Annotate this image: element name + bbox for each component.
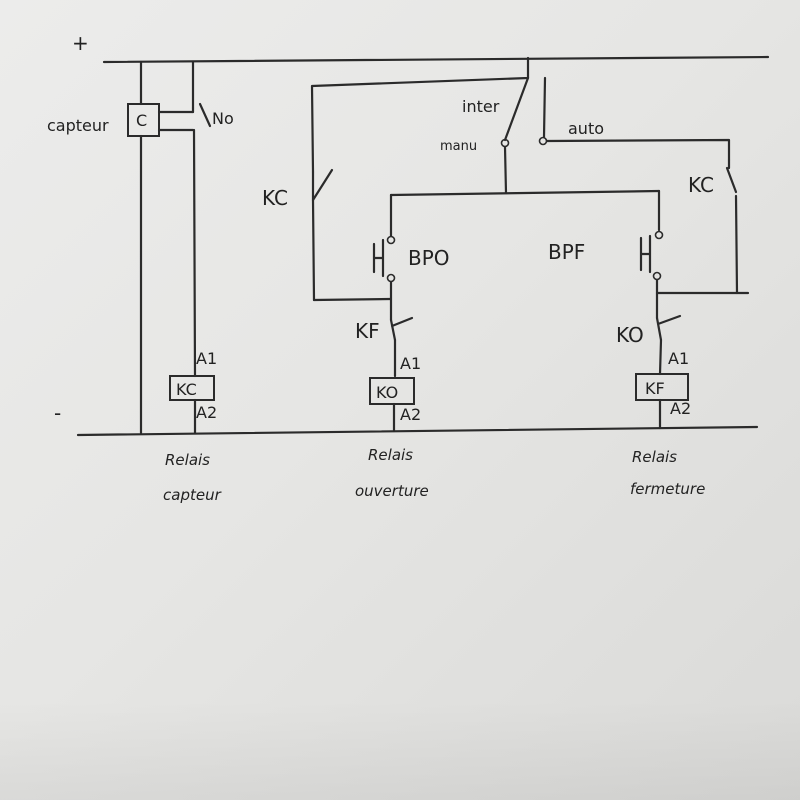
kc-coil-a1: A1 — [196, 349, 217, 368]
ko-coil-label: KO — [376, 383, 398, 402]
kc-contact-left-link — [312, 297, 392, 302]
kf-coil — [635, 373, 689, 401]
positive-rail-label: + — [72, 31, 89, 55]
bpo-bottom-terminal — [386, 273, 396, 283]
bpf-top-terminal — [654, 230, 664, 240]
ko-to-kf-wire — [658, 338, 663, 376]
bpf-bottom-terminal — [652, 271, 662, 281]
kc-contact-left-symbol — [311, 168, 334, 202]
kc-caption-line1: Relais — [165, 451, 210, 469]
selector-blade — [503, 76, 530, 142]
paper-shadow — [0, 700, 800, 800]
kf-contact-label: KF — [355, 319, 380, 343]
kf-contact-symbol — [389, 316, 414, 342]
positive-rail — [102, 55, 770, 64]
selector-switch: inter manu auto — [310, 56, 731, 195]
ko-caption-line2: ouverture — [355, 482, 429, 500]
selector-auto-terminal — [538, 136, 548, 146]
kc-branch-wire — [192, 128, 197, 378]
bpf-symbol — [639, 234, 652, 274]
sensor-label: capteur — [47, 116, 109, 135]
kc-coil-a2: A2 — [196, 403, 217, 422]
distribution-bus — [389, 189, 661, 197]
kf-branch: BPF KO A1 KF A2 — [548, 189, 750, 430]
kf-coil-label: KF — [645, 379, 665, 398]
bpo-top-terminal — [386, 235, 396, 245]
ko-coil-a2: A2 — [400, 405, 421, 424]
kc-coil-label: KC — [176, 380, 197, 399]
kc-contact-right-symbol — [725, 158, 738, 194]
selector-auto-feed — [542, 76, 547, 139]
kf-coil-a2: A2 — [670, 399, 691, 418]
kc-contact-left-label: KC — [262, 186, 288, 210]
ko-coil — [369, 377, 415, 405]
kc-contact-right-wire — [734, 194, 739, 295]
no-contact-label: No — [212, 109, 234, 128]
negative-rail-label: - — [54, 401, 61, 425]
ko-contact-symbol — [655, 314, 682, 342]
sensor-box-label: C — [136, 111, 147, 130]
ko-contact-label: KO — [616, 323, 644, 347]
auto-line — [545, 138, 731, 162]
bpo-label: BPO — [408, 246, 450, 270]
kc-contact-right-label: KC — [688, 173, 714, 197]
kf-coil-a1: A1 — [668, 349, 689, 368]
kc-coil-branch: No A1 KC A2 — [169, 60, 234, 435]
ko-branch: BPO KF A1 KO A2 — [355, 193, 450, 433]
kc-contact-left-wire — [311, 198, 316, 302]
kc-caption-line2: capteur — [163, 486, 222, 504]
ko-coil-a1: A1 — [400, 354, 421, 373]
manual-bypass-wire — [310, 56, 530, 174]
negative-rail — [76, 425, 759, 437]
selector-auto-label: auto — [568, 119, 604, 138]
selector-manual-label: manu — [440, 139, 477, 154]
kf-caption-line2: fermeture — [630, 480, 705, 498]
kc-contact-right: KC — [688, 158, 739, 295]
selector-manual-output — [503, 145, 508, 195]
sensor-box — [127, 103, 160, 137]
sensor-branch: C capteur — [47, 60, 195, 435]
ko-caption-line1: Relais — [368, 446, 413, 464]
kc-coil — [169, 375, 215, 401]
kc-contact-left: KC — [262, 168, 392, 302]
selector-title: inter — [462, 97, 500, 116]
bpf-label: BPF — [548, 240, 585, 264]
bpo-symbol — [372, 238, 385, 278]
no-contact-symbol — [191, 102, 212, 128]
kf-caption-line1: Relais — [632, 448, 677, 466]
